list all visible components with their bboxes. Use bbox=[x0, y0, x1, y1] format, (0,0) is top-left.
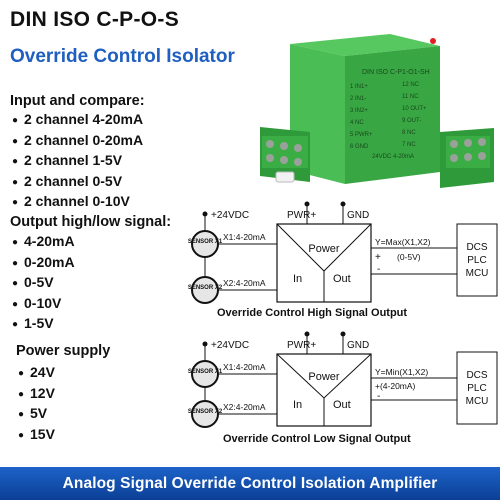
plc-label: PLC bbox=[467, 255, 486, 266]
list-item: 2 channel 0-20mA bbox=[12, 131, 143, 152]
x2-label: X2:4-20mA bbox=[223, 402, 266, 412]
list-item: 1-5V bbox=[12, 314, 75, 335]
output-section-heading: Output high/low signal: bbox=[10, 214, 172, 230]
terminal-label: 5 PWR+ bbox=[350, 132, 373, 138]
power-label: Power bbox=[308, 371, 340, 383]
bottom-banner: Analog Signal Override Control Isolation… bbox=[0, 467, 500, 500]
plus-label: + bbox=[375, 252, 381, 263]
list-item: 0-10V bbox=[12, 294, 75, 315]
device-side bbox=[345, 46, 440, 184]
sensor-label: SENSOR X1 bbox=[188, 369, 223, 375]
terminal-label: 2 IN1- bbox=[350, 96, 366, 102]
low-signal-diagram: +24VDC PWR+ GND SENSOR X1 SENSOR X2 X1:4… bbox=[188, 331, 498, 445]
terminal-label: 10 OUT+ bbox=[402, 106, 427, 112]
terminal-label: 4 NC bbox=[350, 120, 364, 126]
dcs-label: DCS bbox=[466, 242, 487, 253]
list-item: 5V bbox=[18, 404, 55, 425]
input-list: 2 channel 4-20mA 2 channel 0-20mA 2 chan… bbox=[12, 110, 143, 213]
isolator-device-image: DIN ISO C-P1-O1-SH 1 IN1+ 2 IN1- 3 IN2+ … bbox=[260, 34, 494, 188]
diagram-caption: Override Control High Signal Output bbox=[217, 307, 407, 319]
supply-label: +24VDC bbox=[211, 210, 249, 221]
supply-label: +24VDC bbox=[211, 340, 249, 351]
pwr-label: PWR+ bbox=[287, 340, 316, 351]
status-led-icon bbox=[430, 38, 436, 44]
list-item: 2 channel 4-20mA bbox=[12, 110, 143, 131]
range-label: (0-5V) bbox=[397, 252, 421, 262]
sensor-label: SENSOR X2 bbox=[188, 409, 223, 415]
list-item: 12V bbox=[18, 384, 55, 405]
terminal-label: 11 NC bbox=[402, 94, 419, 100]
list-item: 15V bbox=[18, 425, 55, 446]
out-label: Out bbox=[333, 273, 351, 285]
x1-label: X1:4-20mA bbox=[223, 362, 266, 372]
terminal-block-right bbox=[446, 136, 490, 168]
list-item: 0-20mA bbox=[12, 253, 75, 274]
power-label: Power bbox=[308, 243, 340, 255]
mcu-label: MCU bbox=[466, 396, 489, 407]
terminal-label: 12 NC bbox=[402, 82, 420, 88]
list-item: 0-5V bbox=[12, 273, 75, 294]
device-spec: 24VDC 4-20mA bbox=[372, 154, 414, 160]
input-section-heading: Input and compare: bbox=[10, 93, 145, 109]
formula-label: Y=Min(X1,X2) bbox=[375, 367, 428, 377]
list-item: 2 channel 0-10V bbox=[12, 192, 143, 213]
formula-label: Y=Max(X1,X2) bbox=[375, 237, 431, 247]
power-list: 24V 12V 5V 15V bbox=[18, 363, 55, 445]
list-item: 24V bbox=[18, 363, 55, 384]
x1-label: X1:4-20mA bbox=[223, 232, 266, 242]
terminal-label: 6 GND bbox=[350, 144, 369, 150]
output-list: 4-20mA 0-20mA 0-5V 0-10V 1-5V bbox=[12, 232, 75, 335]
din-latch bbox=[275, 171, 295, 183]
minus-label: - bbox=[377, 264, 380, 275]
list-item: 2 channel 1-5V bbox=[12, 151, 143, 172]
high-signal-diagram: +24VDC PWR+ GND SENSOR X1 SENSOR X2 X1:4… bbox=[188, 201, 498, 319]
device-top bbox=[290, 34, 440, 56]
minus-label: - bbox=[377, 391, 380, 402]
terminal-label: 7 NC bbox=[402, 142, 416, 148]
out-label: Out bbox=[333, 399, 351, 411]
pwr-label: PWR+ bbox=[287, 210, 316, 221]
range-label: +(4-20mA) bbox=[375, 381, 416, 391]
terminal-block-left bbox=[262, 136, 308, 168]
gnd-label: GND bbox=[347, 340, 369, 351]
power-section-heading: Power supply bbox=[16, 343, 111, 359]
terminal-label: 8 NC bbox=[402, 130, 416, 136]
x2-label: X2:4-20mA bbox=[223, 278, 266, 288]
diagram-caption: Override Control Low Signal Output bbox=[223, 433, 411, 445]
terminal-label: 1 IN1+ bbox=[350, 84, 368, 90]
plc-label: PLC bbox=[467, 383, 486, 394]
terminal-label: 9 OUT- bbox=[402, 118, 421, 124]
device-label: DIN ISO C-P1-O1-SH bbox=[362, 69, 430, 76]
sensor-label: SENSOR X2 bbox=[188, 285, 223, 291]
mcu-label: MCU bbox=[466, 268, 489, 279]
terminal-label: 3 IN2+ bbox=[350, 108, 368, 114]
sensor-label: SENSOR X1 bbox=[188, 239, 223, 245]
gnd-label: GND bbox=[347, 210, 369, 221]
list-item: 2 channel 0-5V bbox=[12, 172, 143, 193]
dcs-label: DCS bbox=[466, 370, 487, 381]
list-item: 4-20mA bbox=[12, 232, 75, 253]
in-label: In bbox=[293, 273, 302, 285]
in-label: In bbox=[293, 399, 302, 411]
page-subtitle: Override Control Isolator bbox=[10, 46, 235, 67]
page-title: DIN ISO C-P-O-S bbox=[10, 8, 180, 31]
